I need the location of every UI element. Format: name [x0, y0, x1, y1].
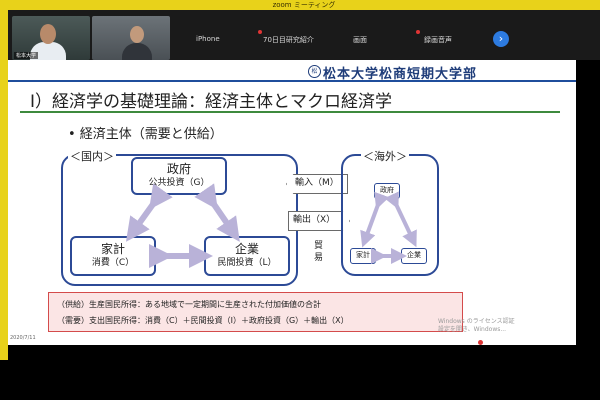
slide-title: Ⅰ）経済学の基礎理論：経済主体とマクロ経済学 — [30, 92, 393, 112]
firm-subtitle: 民間投資（L） — [217, 258, 277, 268]
import-arrow: 輸入（M） — [286, 174, 348, 194]
slide-bullet: • 経済主体（需要と供給） — [68, 127, 223, 142]
school-name: 松本大学松商短期大学部 — [323, 67, 478, 82]
tab-iphone[interactable]: iPhone — [196, 35, 220, 43]
foreign-household-node: 家計 — [350, 248, 376, 264]
activation-watermark: Windows のライセンス認証 設定を開き、Windows... — [438, 318, 515, 333]
participant-video[interactable] — [92, 16, 170, 60]
government-title: 政府 — [166, 162, 191, 176]
participant-face — [40, 24, 56, 44]
system-tray — [478, 340, 578, 348]
household-title: 家計 — [100, 242, 125, 256]
slide-header: 松 松本大学松商短期大学部 — [8, 60, 576, 82]
government-subtitle: 公共投資（G） — [148, 178, 210, 188]
firm-node: 企業 民間投資（L） — [204, 236, 290, 276]
participant-name: 松本大学 — [14, 52, 39, 59]
header-divider — [8, 80, 576, 82]
share-border — [0, 0, 8, 360]
participant-face — [130, 26, 144, 43]
demand-definition: （需要）支出国民所得：消費（C）＋民間投資（I）＋政府投資（G）＋輸出（X） — [57, 316, 349, 325]
participant-video[interactable]: 松本大学 — [12, 16, 90, 60]
recording-dot-icon — [478, 340, 483, 345]
shared-slide: 松 松本大学松商短期大学部 Ⅰ）経済学の基礎理論：経済主体とマクロ経済学 • 経… — [8, 60, 576, 345]
slide-date: 2020/7/11 — [10, 335, 36, 341]
foreign-label: ＜海外＞ — [361, 148, 409, 164]
window-title: zoom ミーティング — [272, 1, 336, 9]
title-underline — [20, 111, 560, 113]
participant-avatar — [30, 42, 66, 60]
domestic-flow-arrows — [125, 183, 240, 268]
firm-government-arrow — [194, 183, 240, 242]
household-subtitle: 消費（C） — [91, 258, 135, 268]
foreign-firm-government-arrow — [384, 191, 417, 248]
domestic-label: ＜国内＞ — [68, 148, 116, 164]
meeting-toolbar: 松本大学 iPhone 70日目研究紹介 画面 録画音声 › — [8, 10, 600, 60]
trade-label: 貿易 — [313, 241, 323, 263]
window-titlebar: zoom ミーティング — [8, 0, 600, 10]
tab-research[interactable]: 70日目研究紹介 — [263, 36, 314, 44]
household-government-arrow — [125, 183, 173, 242]
foreign-household-government-arrow — [360, 191, 390, 248]
tab-screen[interactable]: 画面 — [353, 36, 367, 44]
definitions-box: （供給）生産国民所得：ある地域で一定期間に生産された付加価値の合計 （需要）支出… — [48, 292, 463, 332]
notification-dot — [416, 30, 420, 34]
tab-recording[interactable]: 録画音声 — [424, 36, 452, 44]
foreign-flow-arrows — [360, 191, 417, 264]
school-logo-icon: 松 — [308, 65, 321, 78]
chevron-right-icon[interactable]: › — [493, 31, 509, 47]
firm-title: 企業 — [234, 242, 259, 256]
household-node: 家計 消費（C） — [70, 236, 156, 276]
export-arrow: 輸出（X） — [288, 211, 350, 231]
supply-definition: （供給）生産国民所得：ある地域で一定期間に生産された付加価値の合計 — [57, 300, 321, 309]
notification-dot — [258, 30, 262, 34]
participant-avatar — [122, 43, 152, 60]
